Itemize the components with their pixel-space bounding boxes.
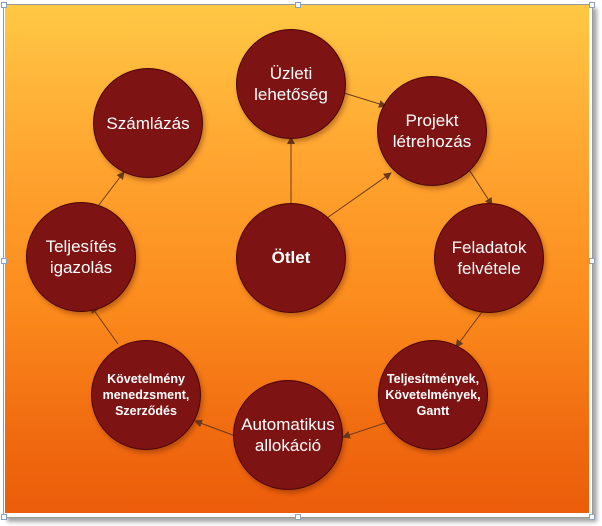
node-szamlazas-label: Számlázás — [106, 113, 190, 133]
node-teljesitmenyek-gantt-label: Teljesítmények, Követelmények, Gantt — [385, 372, 481, 418]
node-automatikus-allokacio[interactable]: Automatikus allokáció — [233, 380, 343, 490]
node-szamlazas[interactable]: Számlázás — [93, 68, 203, 178]
arrow-feladatok-to-teljesitmenyek — [455, 307, 486, 348]
node-projekt-letrehozas-label: Projekt létrehozás — [392, 111, 472, 151]
resize-handle-top[interactable] — [295, 2, 301, 8]
resize-handle-bottom-left[interactable] — [1, 514, 7, 520]
resize-handle-top-left[interactable] — [1, 2, 7, 8]
arrow-automatikus-to-kovetelmeny — [194, 419, 239, 438]
node-feladatok-felvetele[interactable]: Feladatok felvétele — [434, 203, 544, 313]
arrow-uzleti-to-projekt — [343, 92, 387, 108]
resize-handle-bottom-right[interactable] — [589, 514, 595, 520]
resize-handle-right[interactable] — [589, 258, 595, 264]
node-teljesites-igazolas-label: Teljesítés igazolás — [45, 237, 117, 277]
resize-handle-top-right[interactable] — [589, 2, 595, 8]
node-kovetelmeny-menedzsment[interactable]: Követelmény menedzsment, Szerződés — [91, 340, 201, 450]
node-projekt-letrehozas[interactable]: Projekt létrehozás — [377, 76, 487, 186]
arrow-teljesites-to-szamlazas — [94, 171, 125, 211]
resize-handle-bottom[interactable] — [295, 514, 301, 520]
node-teljesitmenyek-gantt[interactable]: Teljesítmények, Követelmények, Gantt — [378, 340, 488, 450]
arrow-otlet-to-projekt — [326, 172, 392, 219]
node-automatikus-allokacio-label: Automatikus allokáció — [241, 415, 335, 455]
node-otlet[interactable]: Ötlet — [236, 203, 346, 313]
node-otlet-label: Ötlet — [271, 248, 311, 267]
arrow-projekt-to-feladatok — [465, 164, 493, 206]
node-kovetelmeny-menedzsment-label: Követelmény menedzsment, Szerződés — [102, 372, 190, 418]
node-uzleti-lehetoseg-label: Üzleti lehetőség — [254, 64, 328, 104]
arrow-kovetelmeny-to-teljesites — [90, 305, 119, 345]
node-teljesites-igazolas[interactable]: Teljesítés igazolás — [26, 202, 136, 312]
resize-handle-left[interactable] — [1, 258, 7, 264]
node-feladatok-felvetele-label: Feladatok felvétele — [451, 238, 527, 278]
node-uzleti-lehetoseg[interactable]: Üzleti lehetőség — [236, 29, 346, 139]
arrow-teljesitmenyek-to-automatikus — [342, 421, 389, 439]
